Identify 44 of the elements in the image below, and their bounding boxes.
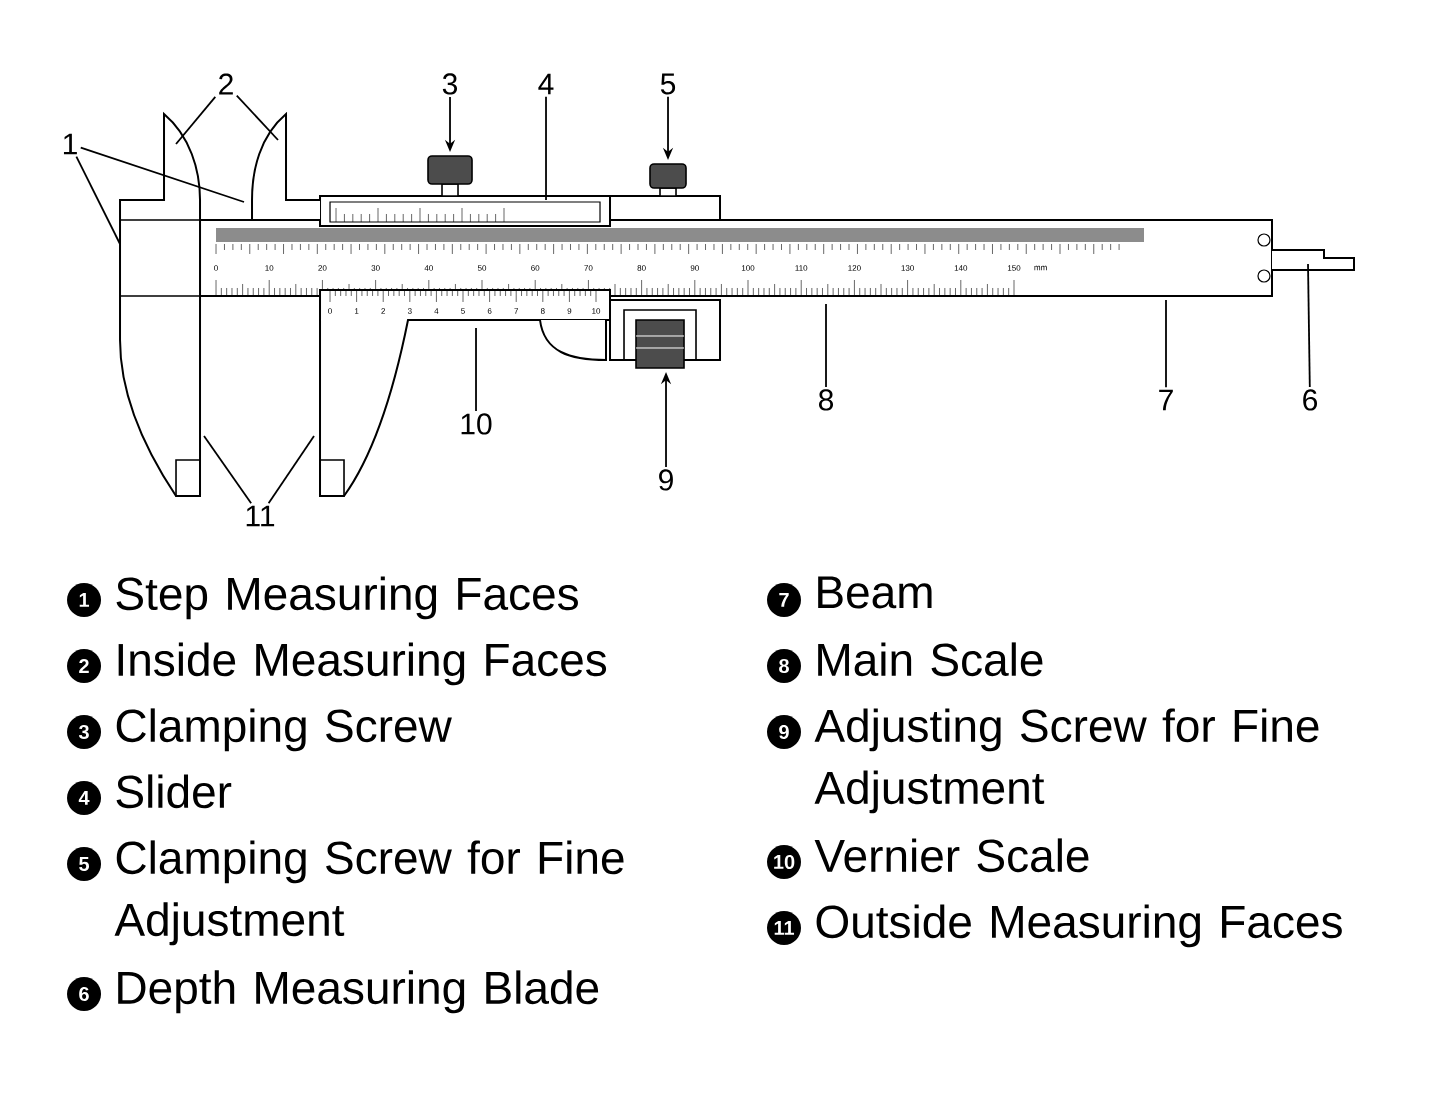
leader-line	[545, 95, 547, 201]
leader-line	[267, 435, 315, 505]
number-badge: 4	[67, 781, 101, 815]
leader-line	[175, 95, 217, 145]
number-badge: 11	[767, 911, 801, 945]
callout-number: 8	[819, 389, 834, 411]
callout-number: 9	[659, 469, 673, 491]
callout-number: 5	[660, 73, 676, 95]
number-badge: 8	[767, 649, 801, 683]
number-badge: 7	[767, 583, 801, 617]
number-badge: 10	[767, 845, 801, 879]
part-name: Vernier Scale	[814, 838, 1089, 873]
part-name: Outside Measuring Faces	[816, 904, 1342, 948]
number-badge: 3	[67, 715, 101, 749]
part-name: Slider	[116, 774, 232, 809]
callout-number: 7	[1159, 389, 1173, 411]
part-name: Main Scale	[818, 642, 1043, 677]
callout-number: 11	[246, 505, 275, 527]
part-name: Step Measuring Faces	[116, 576, 578, 620]
leader-line	[79, 146, 245, 203]
leader-line	[825, 303, 827, 388]
part-name: Beam	[818, 576, 932, 609]
callout-number: 4	[538, 73, 554, 95]
leader-line	[75, 155, 121, 245]
leader-line	[1307, 263, 1311, 388]
leader-line	[475, 327, 477, 412]
part-name: Inside Measuring Faces	[118, 642, 607, 686]
leader-line	[1165, 299, 1167, 389]
callout-number: 2	[219, 73, 233, 95]
callout-number: 6	[1303, 389, 1318, 411]
number-badge: 6	[67, 977, 101, 1011]
part-name: Depth Measuring Blade	[118, 970, 599, 1014]
callout-number: 10	[461, 413, 492, 435]
part-name: Clamping Screw	[116, 708, 452, 752]
number-badge: 2	[67, 649, 101, 683]
part-name: Adjusting Screw for Fine Adjustment	[814, 708, 1319, 814]
number-badge: 1	[67, 583, 101, 617]
callout-number: 1	[63, 133, 77, 155]
number-badge: 9	[767, 715, 801, 749]
leader-line	[235, 94, 279, 141]
leader-line	[203, 435, 252, 505]
number-badge: 5	[67, 847, 101, 881]
callout-number: 3	[442, 73, 458, 95]
part-name: Clamping Screw for Fine Adjustment	[114, 840, 624, 946]
